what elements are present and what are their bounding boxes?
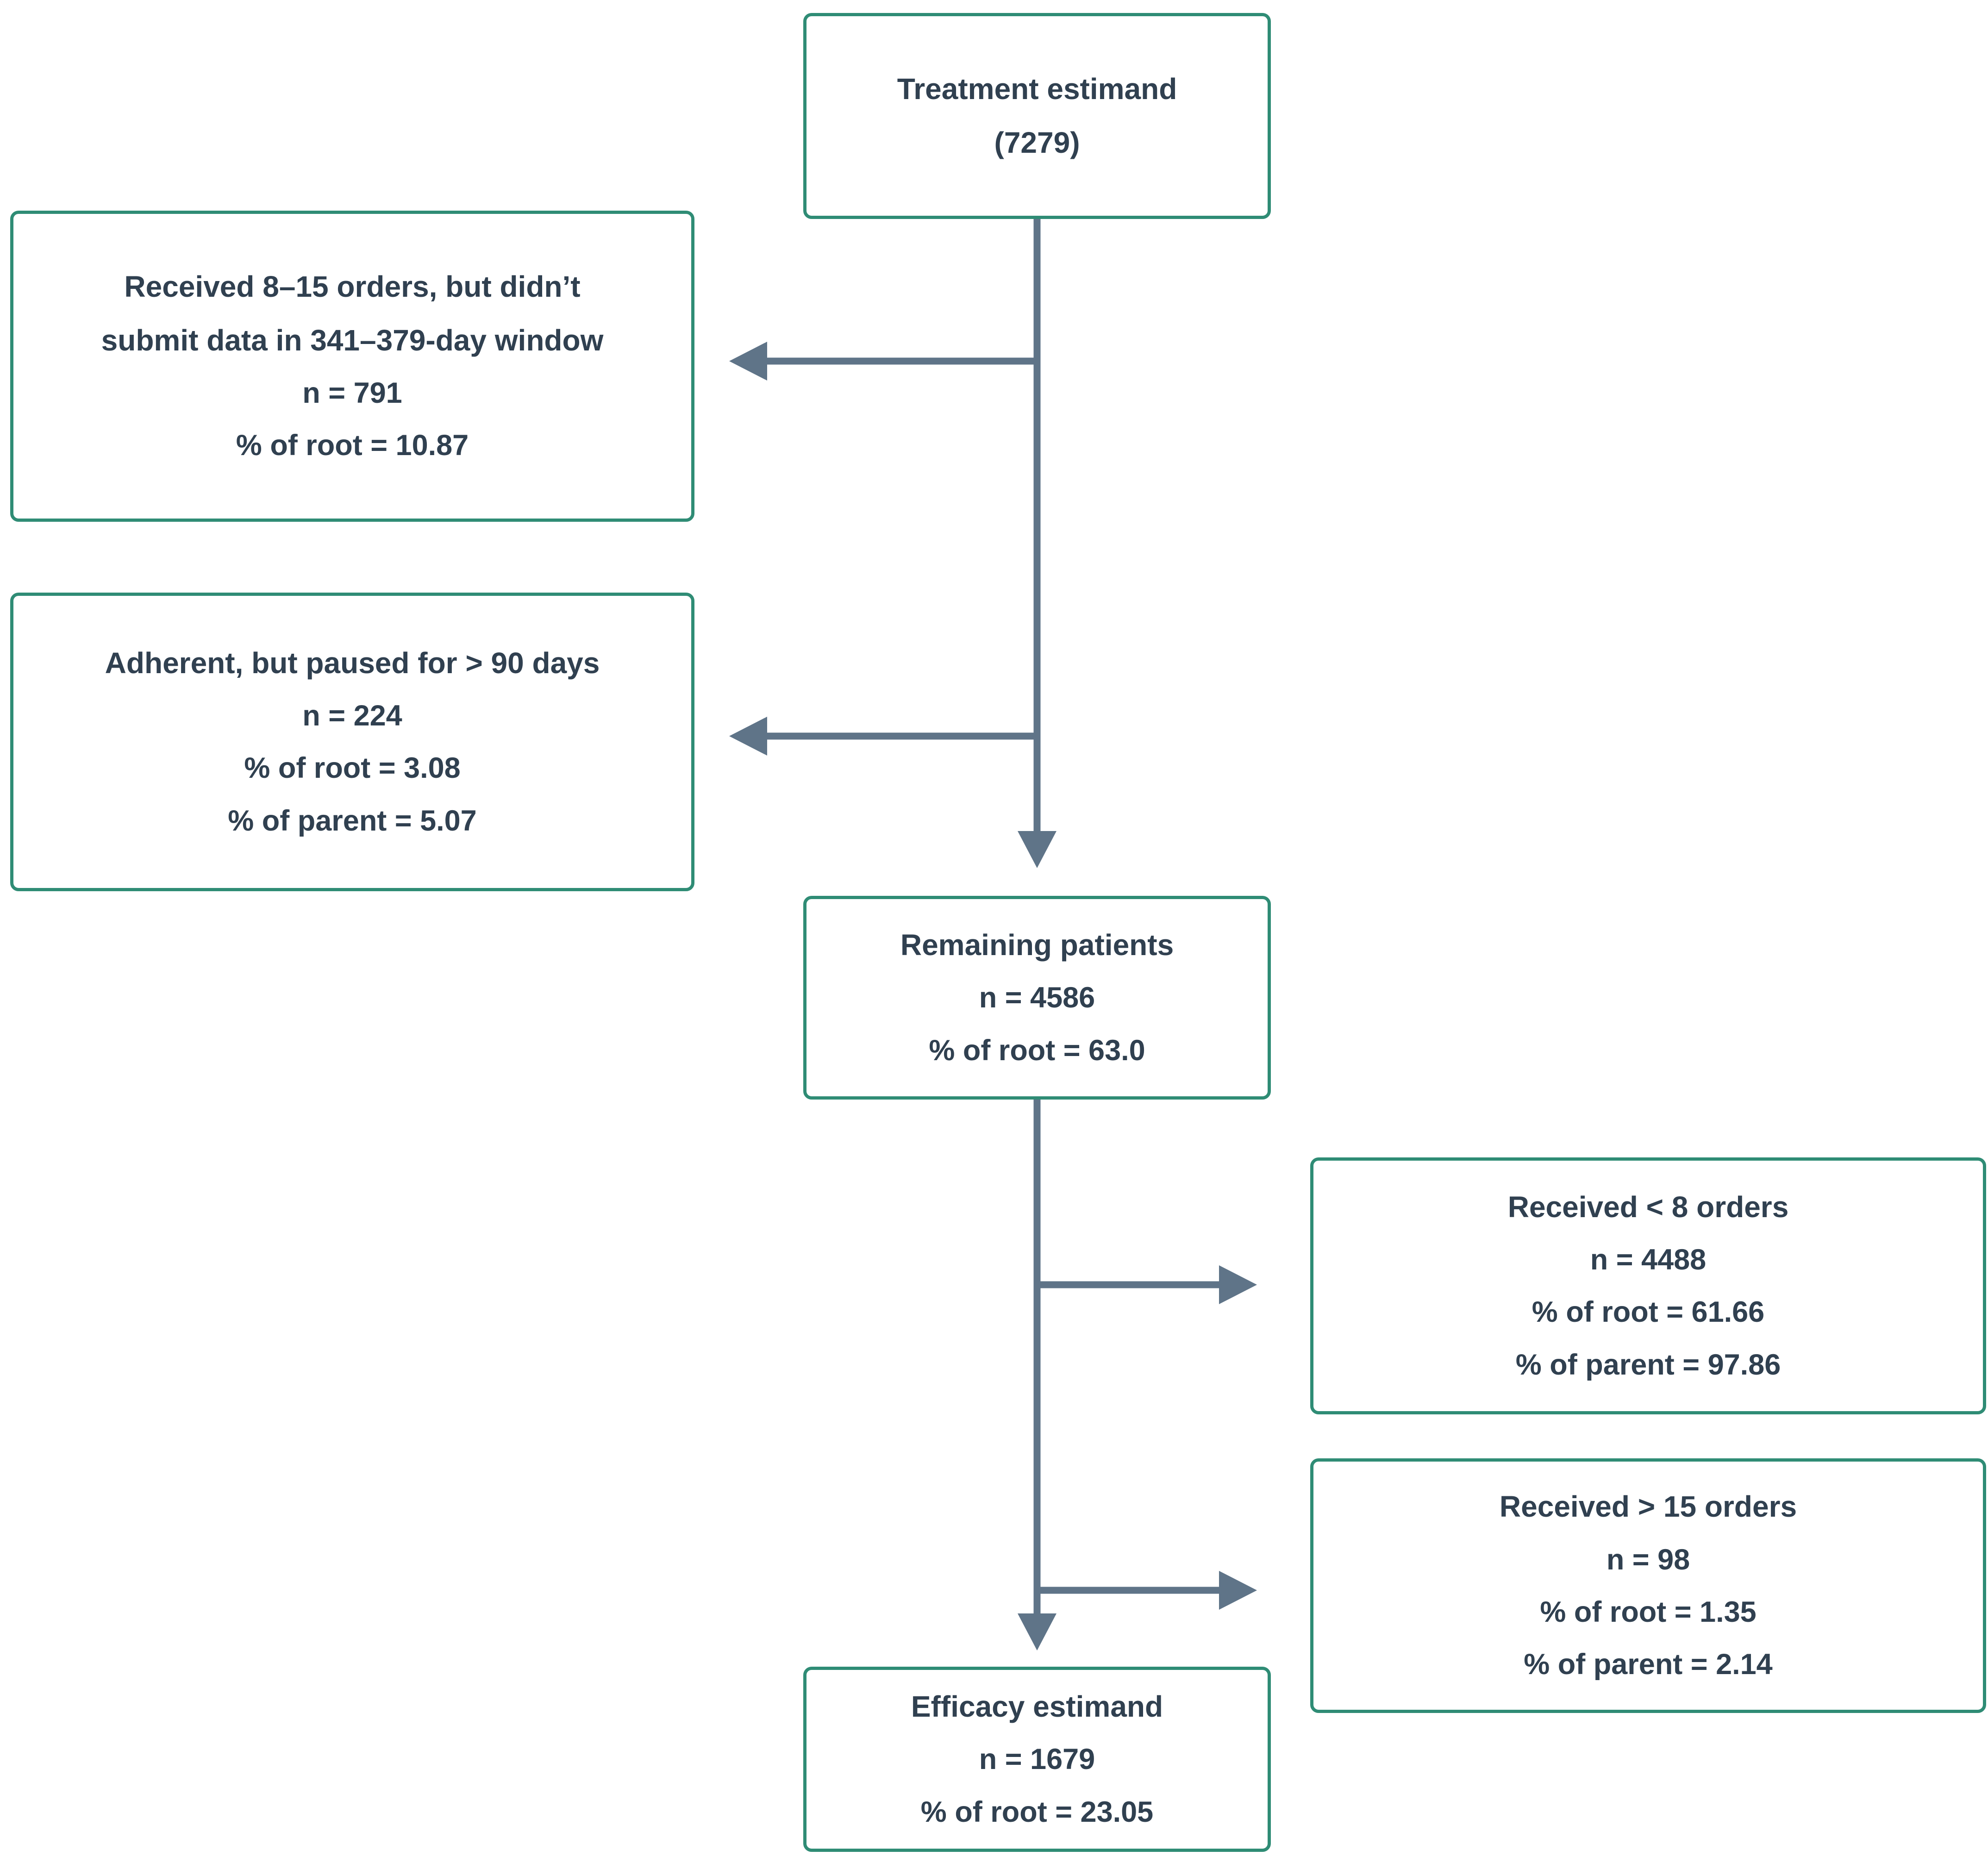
node-stat-n: n = 98 [1606, 1543, 1690, 1576]
node-title-line-1: Received 8–15 orders, but didn’t [124, 270, 581, 304]
arrowhead-left-adherent-paused-icon [729, 717, 767, 756]
node-title-line-2: submit data in 341–379-day window [101, 323, 604, 357]
node-received-lt-8-orders: Received < 8 orders n = 4488 % of root =… [1310, 1157, 1986, 1414]
node-stat-pct-root: % of root = 3.08 [244, 752, 461, 785]
node-title: Treatment estimand [897, 72, 1177, 106]
node-stat-n: n = 4488 [1590, 1244, 1707, 1276]
node-received-8-15-orders-no-data: Received 8–15 orders, but didn’t submit … [10, 211, 694, 522]
arrowhead-right-received-lt8-icon [1219, 1265, 1257, 1304]
node-stat-n: n = 1679 [979, 1743, 1095, 1776]
node-remaining-patients: Remaining patients n = 4586 % of root = … [803, 896, 1271, 1100]
node-stat-pct-parent: % of parent = 2.14 [1524, 1648, 1773, 1681]
node-efficacy-estimand: Efficacy estimand n = 1679 % of root = 2… [803, 1667, 1271, 1852]
arrowhead-right-received-gt15-icon [1219, 1571, 1257, 1610]
node-stat-n: n = 224 [302, 700, 402, 732]
arrowhead-left-received-8-15-icon [729, 342, 767, 381]
node-title: Adherent, but paused for > 90 days [105, 646, 600, 680]
node-treatment-estimand: Treatment estimand (7279) [803, 13, 1271, 219]
node-stat-pct-parent: % of parent = 5.07 [228, 804, 477, 837]
node-stat-pct-root: % of root = 63.0 [929, 1034, 1145, 1067]
node-stat-pct-root: % of root = 23.05 [920, 1795, 1154, 1828]
node-stat-pct-root: % of root = 1.35 [1540, 1595, 1757, 1628]
node-received-gt-15-orders: Received > 15 orders n = 98 % of root = … [1310, 1458, 1986, 1713]
node-stat-n: n = 4586 [979, 981, 1095, 1014]
arrowhead-down-to-remaining-icon [1018, 831, 1057, 868]
node-adherent-paused-90-days: Adherent, but paused for > 90 days n = 2… [10, 593, 694, 891]
node-stat-pct-parent: % of parent = 97.86 [1515, 1348, 1781, 1381]
node-title: Received > 15 orders [1499, 1490, 1797, 1524]
arrowhead-down-to-efficacy-icon [1018, 1613, 1057, 1650]
node-stat-pct-root: % of root = 10.87 [236, 429, 469, 462]
node-stat-n: n = 791 [302, 376, 402, 409]
node-stat-pct-root: % of root = 61.66 [1532, 1296, 1765, 1329]
node-title: Efficacy estimand [911, 1690, 1163, 1724]
node-title: Remaining patients [900, 928, 1174, 962]
node-count: (7279) [994, 125, 1080, 159]
node-title: Received < 8 orders [1507, 1190, 1789, 1224]
